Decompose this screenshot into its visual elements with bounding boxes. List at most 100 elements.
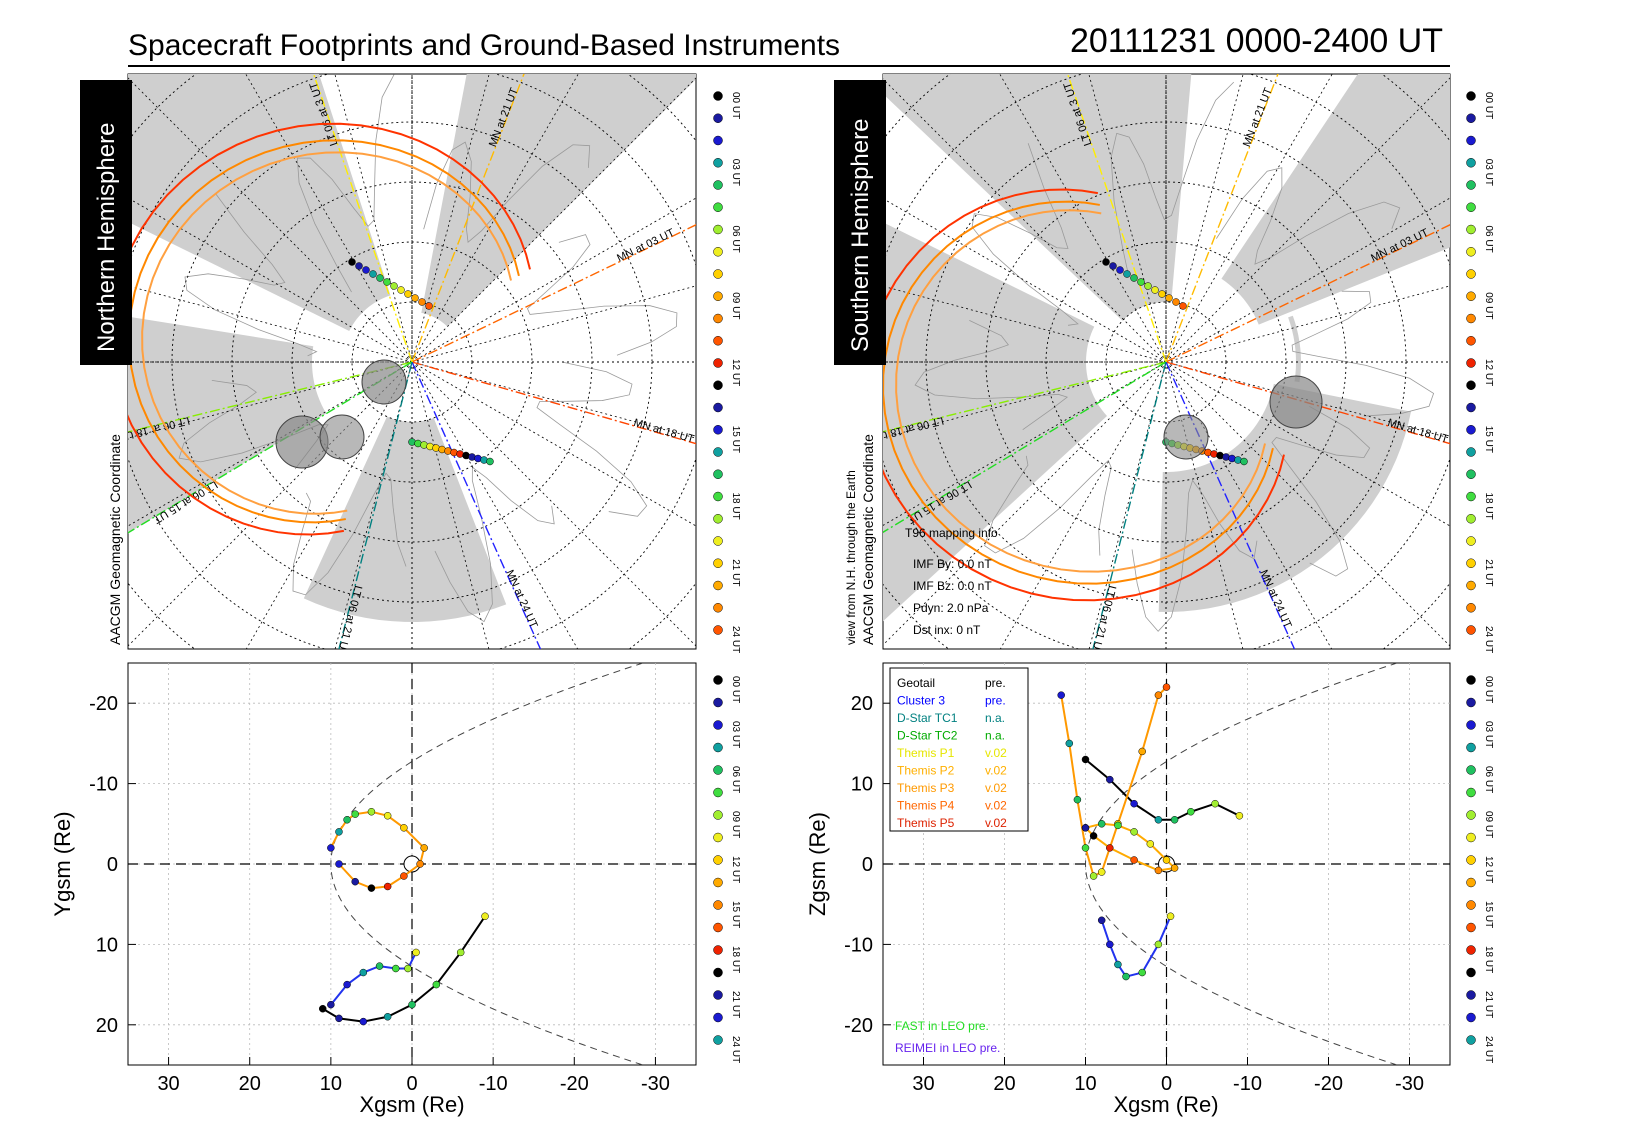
- time-legend-label: 03 UT: [1483, 159, 1494, 186]
- spacecraft-legend-name: Themis P2: [897, 764, 955, 778]
- mlt-meridian: [128, 197, 413, 363]
- time-legend-marker: [713, 787, 723, 798]
- time-legend-label: 18 UT: [730, 946, 741, 973]
- orbit-xz-xlabel: Xgsm (Re): [1113, 1092, 1218, 1117]
- mlt-meridian: [1165, 361, 1244, 649]
- mlt-meridian: [999, 361, 1167, 649]
- footprint-trace: [883, 188, 1285, 602]
- time-legend-marker: [1466, 313, 1476, 324]
- footprint-marker: [1116, 266, 1124, 274]
- time-legend-marker: [1466, 580, 1476, 591]
- x-tick-label: 20: [993, 1073, 1015, 1095]
- coastline: [1131, 479, 1258, 632]
- orbit-marker: [1081, 824, 1090, 832]
- coastline: [914, 320, 1069, 431]
- time-legend-marker: [713, 358, 723, 368]
- leo-note: FAST in LEO pre.: [895, 1019, 989, 1033]
- time-legend-marker: [713, 877, 723, 888]
- y-tick-label: -20: [844, 1015, 873, 1037]
- mapping-info-line: IMF Bz: 0.0 nT: [913, 579, 992, 593]
- orbit-marker: [1089, 832, 1098, 840]
- time-legend-marker: [1466, 224, 1476, 235]
- mapping-info-line: Dst inx: 0 nT: [913, 623, 981, 637]
- spacecraft-legend-name: Themis P5: [897, 816, 955, 830]
- orbit-marker: [1170, 816, 1179, 824]
- time-legend-marker: [713, 491, 723, 502]
- time-legend-marker: [713, 291, 723, 301]
- station-disc: [1269, 375, 1323, 429]
- station-disc: [361, 359, 407, 405]
- time-legend-label: 00 UT: [1483, 92, 1494, 119]
- time-legend-marker: [713, 855, 723, 865]
- orbit-marker: [335, 828, 343, 836]
- x-tick-label: 0: [1161, 1073, 1172, 1095]
- time-legend-marker: [713, 536, 723, 546]
- time-legend-marker: [713, 514, 723, 524]
- time-legend-marker: [713, 336, 723, 346]
- time-legend-marker: [1466, 158, 1476, 168]
- time-legend-label: 18 UT: [730, 493, 741, 520]
- time-legend-marker: [1466, 625, 1476, 635]
- time-legend-marker: [1466, 1035, 1476, 1045]
- magnetopause: [330, 663, 644, 1065]
- time-legend-marker: [713, 720, 723, 730]
- mapping-info-box: T96 mapping info IMF By: 0.0 nT IMF Bz: …: [905, 526, 998, 637]
- time-legend-marker: [713, 900, 723, 910]
- mlt-meridian: [1165, 285, 1450, 363]
- coastline: [296, 74, 395, 293]
- time-legend-label: 00 UT: [730, 92, 741, 119]
- spacecraft-legend-status: pre.: [985, 676, 1006, 690]
- footprint-trace: [128, 122, 531, 536]
- orbit-marker: [351, 877, 359, 886]
- orbit-marker: [432, 980, 441, 989]
- mlt-meridian: [999, 74, 1167, 363]
- footprint-marker: [1172, 298, 1180, 306]
- time-legend-marker: [713, 247, 723, 257]
- time-legend-marker: [1466, 877, 1476, 888]
- orbit-marker: [359, 968, 368, 977]
- footprint-marker: [1240, 457, 1248, 466]
- time-legend-label: 15 UT: [730, 426, 741, 453]
- time-legend-label: 24 UT: [730, 1036, 741, 1063]
- x-tick-label: -30: [641, 1073, 670, 1095]
- spacecraft-legend-status: n.a.: [985, 729, 1005, 743]
- orbit-marker: [1162, 683, 1171, 691]
- orbit-marker: [1081, 755, 1090, 764]
- mapping-info-line: IMF By: 0.0 nT: [913, 557, 992, 571]
- time-legend-marker: [1466, 425, 1476, 435]
- orbit-marker: [1166, 912, 1175, 921]
- spacecraft-legend-name: Themis P1: [897, 746, 955, 760]
- time-legend-marker: [713, 447, 723, 457]
- time-legend-marker: [1466, 990, 1476, 1000]
- time-legend-marker: [713, 1035, 723, 1045]
- y-tick-label: -10: [844, 934, 873, 956]
- time-legend-label: 15 UT: [1483, 426, 1494, 453]
- y-tick-label: 20: [96, 1015, 118, 1037]
- radar-fov: [883, 74, 1192, 321]
- orbit-marker: [383, 882, 392, 891]
- time-legend-label: 03 UT: [1483, 721, 1494, 748]
- mlt-meridian: [1165, 74, 1333, 363]
- time-legend-marker: [1466, 202, 1476, 212]
- x-tick-label: -10: [479, 1073, 508, 1095]
- coastline: [423, 141, 591, 243]
- time-legend-marker: [1466, 832, 1476, 843]
- footprint-marker: [369, 270, 377, 278]
- coastline: [1291, 290, 1435, 417]
- time-legend-marker: [1466, 113, 1476, 123]
- orbit-marker: [1154, 816, 1163, 824]
- mlt-meridian: [1165, 361, 1450, 647]
- time-legend-label: 06 UT: [730, 766, 741, 793]
- spacecraft-legend-status: n.a.: [985, 711, 1005, 725]
- footprint-marker: [383, 278, 391, 286]
- time-legend-marker: [713, 202, 723, 212]
- y-tick-label: 0: [107, 854, 118, 876]
- station-disc: [319, 414, 365, 460]
- orbit-marker: [327, 844, 335, 852]
